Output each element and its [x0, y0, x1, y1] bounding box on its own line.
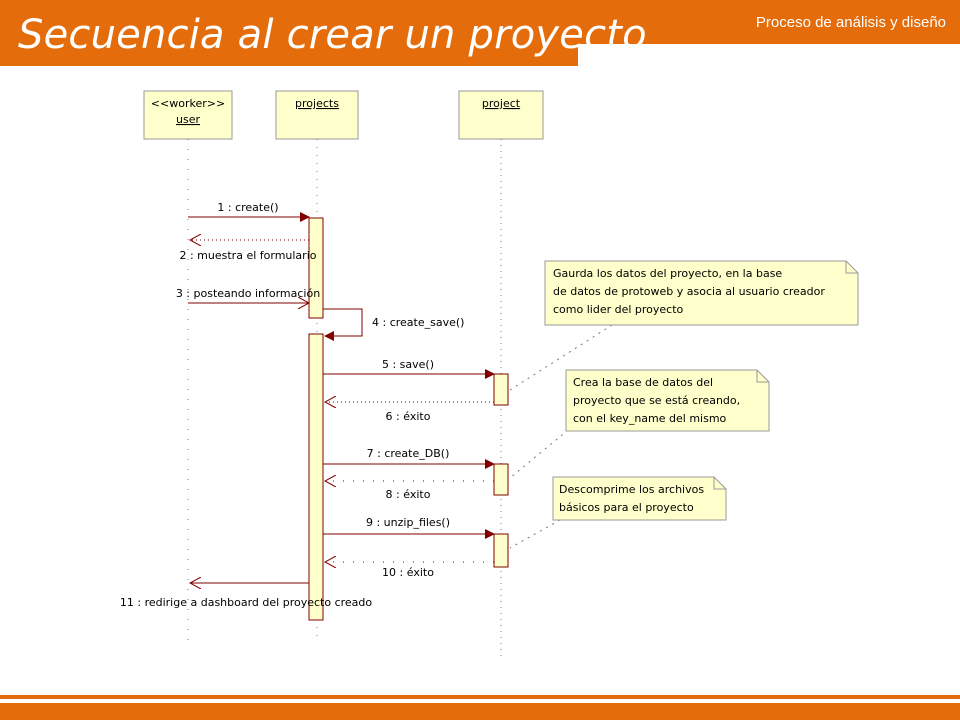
svg-text:5 : save(): 5 : save() — [382, 358, 434, 371]
svg-text:3 : posteando información: 3 : posteando información — [176, 287, 320, 300]
message-6: 6 : éxito — [325, 402, 494, 423]
footer-band — [0, 703, 960, 720]
note-1: Gaurda los datos del proyecto, en la bas… — [544, 260, 859, 326]
note-3: Descomprime los archivos básicos para el… — [552, 476, 727, 521]
message-10: 10 : éxito — [325, 562, 494, 579]
svg-text:proyecto que se está creando,: proyecto que se está creando, — [573, 394, 740, 407]
svg-text:4 : create_save(): 4 : create_save() — [372, 316, 464, 329]
svg-text:Descomprime los archivos: Descomprime los archivos — [559, 483, 704, 496]
section-label: Proceso de análisis y diseño — [755, 14, 946, 31]
note-2: Crea la base de datos del proyecto que s… — [565, 369, 770, 432]
svg-text:10 : éxito: 10 : éxito — [382, 566, 434, 579]
svg-text:7 : create_DB(): 7 : create_DB() — [367, 447, 450, 460]
message-1: 1 : create() — [188, 201, 310, 222]
header-band-cutout — [578, 44, 960, 66]
activation-projects-1 — [308, 217, 324, 319]
message-2: 2 : muestra el formulario — [179, 240, 317, 262]
note-3-anchor — [509, 519, 561, 549]
activation-project-1 — [493, 373, 509, 406]
svg-text:1 : create(): 1 : create() — [217, 201, 278, 214]
lifeline-user-box — [143, 90, 233, 140]
message-11: 11 : redirige a dashboard del proyecto c… — [120, 583, 373, 609]
message-4: 4 : create_save() — [323, 308, 464, 341]
svg-text:11 : redirige a dashboard del: 11 : redirige a dashboard del proyecto c… — [120, 596, 373, 609]
svg-text:básicos para el proyecto: básicos para el proyecto — [559, 501, 694, 514]
lifeline-user: <<worker>> user — [143, 90, 233, 640]
svg-text:Gaurda los datos del proyecto,: Gaurda los datos del proyecto, en la bas… — [553, 267, 782, 280]
title-tab — [0, 0, 578, 66]
lifeline-projects: projects — [275, 90, 359, 640]
message-7: 7 : create_DB() — [323, 447, 495, 469]
svg-text:como lider del proyecto: como lider del proyecto — [553, 303, 684, 316]
lifeline-projects-name: projects — [295, 97, 339, 110]
svg-text:8 : éxito: 8 : éxito — [386, 488, 431, 501]
activation-project-2 — [493, 463, 509, 496]
lifeline-projects-box — [275, 90, 359, 140]
message-9: 9 : unzip_files() — [323, 516, 495, 539]
note-2-anchor — [509, 429, 569, 479]
lifeline-user-stereotype: <<worker>> — [151, 97, 225, 110]
message-3: 3 : posteando información — [176, 287, 320, 303]
svg-text:2 : muestra el formulario: 2 : muestra el formulario — [179, 249, 316, 262]
footer-line-thin — [0, 695, 960, 699]
slide-title: Secuencia al crear un proyecto — [18, 12, 647, 58]
lifeline-project-box — [458, 90, 544, 140]
svg-text:6 : éxito: 6 : éxito — [386, 410, 431, 423]
activation-projects-2 — [308, 333, 324, 621]
svg-text:9 : unzip_files(): 9 : unzip_files() — [366, 516, 450, 529]
activation-project-3 — [493, 533, 509, 568]
lifeline-project-name: project — [482, 97, 521, 110]
svg-text:de datos de protoweb y asocia: de datos de protoweb y asocia al usuario… — [553, 285, 825, 298]
lifeline-user-name: user — [176, 113, 200, 126]
svg-text:Crea la base de datos del: Crea la base de datos del — [573, 376, 713, 389]
svg-text:con el key_name del mismo: con el key_name del mismo — [573, 412, 727, 425]
message-8: 8 : éxito — [325, 481, 494, 501]
lifeline-project: project — [458, 90, 544, 660]
message-5: 5 : save() — [323, 358, 495, 379]
